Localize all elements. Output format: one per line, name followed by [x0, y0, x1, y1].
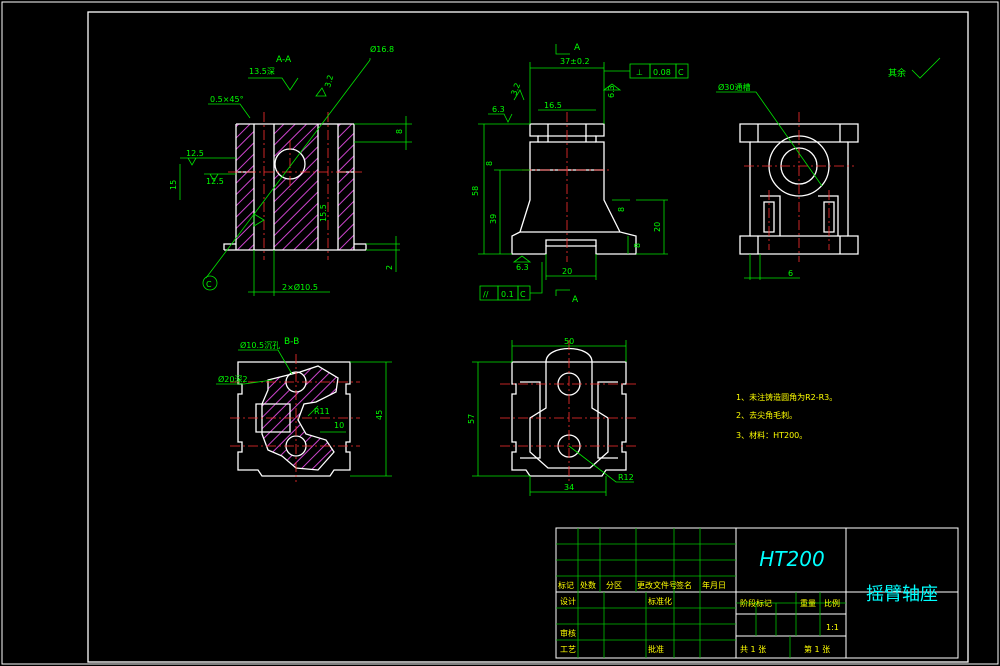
dim-16-5: 16.5 — [544, 101, 562, 110]
title-block: HT200 摇臂轴座 标记 处数 分区 更改文件号 签名 年月日 设计 标准化 … — [555, 527, 959, 659]
dim-height-58: 58 — [471, 186, 480, 196]
label-stage: 阶段标记 — [740, 598, 772, 608]
dim-8-right-b: 8 — [633, 243, 642, 248]
label-design: 设计 — [560, 596, 576, 606]
section-b-title: B-B — [284, 337, 299, 347]
dim-20-bottom: 20 — [562, 267, 572, 276]
dim-20-right: 20 — [653, 222, 662, 232]
view-a-marker-bottom: A — [572, 295, 579, 305]
dim-50: 50 — [564, 337, 574, 346]
dim-depth-b: Ø20深2 — [218, 374, 248, 384]
tol-value-bottom: 0.1 — [501, 290, 514, 299]
dim-15-5: 15.5 — [319, 204, 328, 222]
dim-width-37: 37±0.2 — [560, 57, 590, 66]
roughness-6-3-left: 6.3 — [492, 105, 505, 114]
tolerance-frame-bottom: // 0.1 C — [479, 262, 543, 301]
dim-8-front: 8 — [485, 161, 494, 166]
hdr-signature: 签名 — [676, 580, 692, 590]
dim-15: 15 — [169, 180, 178, 190]
dim-39: 39 — [489, 214, 498, 224]
roughness-6-3-bottom: 6.3 — [516, 263, 529, 272]
hdr-count: 处数 — [580, 580, 596, 590]
label-process: 工艺 — [560, 645, 576, 654]
front-view: A A 37±0.2 16.5 6.3 3.2 6.3 ⊥ 0.08 C 58 … — [471, 43, 689, 305]
hdr-zone: 分区 — [606, 581, 622, 590]
label-weight: 重量 — [800, 598, 816, 608]
tol-symbol-top: ⊥ — [636, 68, 643, 77]
datum-c-label: C — [206, 280, 212, 289]
label-standardize: 标准化 — [648, 596, 672, 606]
hdr-mark: 标记 — [558, 580, 574, 590]
dim-2x-holes: 2×Ø10.5 — [282, 282, 318, 292]
note-1: 1、未注铸造圆角为R2-R3。 — [736, 392, 837, 402]
dim-r11: R11 — [314, 407, 330, 416]
sheet-number: 第 1 张 — [804, 644, 830, 654]
side-view: Ø30通槽 6 — [716, 82, 859, 280]
view-a-marker-top: A — [574, 43, 581, 53]
dim-8-right-a: 8 — [617, 207, 626, 212]
label-review: 审核 — [560, 628, 576, 638]
dim-chamfer: 0.5×45° — [210, 95, 244, 104]
roughness-12-5-b: 12.5 — [206, 177, 224, 186]
note-2: 2、去尖角毛刺。 — [736, 410, 797, 420]
material-value: HT200 — [759, 547, 824, 571]
technical-notes: 1、未注铸造圆角为R2-R3。 2、去尖角毛刺。 3、材料：HT200。 — [736, 392, 837, 440]
label-scale: 比例 — [824, 598, 840, 608]
hdr-date: 年月日 — [702, 580, 726, 590]
total-sheets: 共 1 张 — [740, 645, 766, 654]
scale-value: 1:1 — [826, 623, 839, 632]
dim-34: 34 — [564, 483, 574, 492]
tolerance-frame-top: ⊥ 0.08 C — [604, 63, 689, 79]
dim-r12: R12 — [618, 473, 634, 482]
tol-datum-bottom: C — [520, 290, 526, 299]
note-3: 3、材料：HT200。 — [736, 430, 807, 440]
inner-frame — [87, 11, 969, 663]
top-view: 50 57 34 R12 — [467, 337, 636, 496]
part-name: 摇臂轴座 — [866, 584, 938, 605]
roughness-3-2: 3.2 — [323, 74, 335, 89]
tol-symbol-bottom: // — [483, 290, 489, 299]
hdr-change-doc: 更改文件号 — [637, 580, 677, 590]
surface-rest-label: 其余 — [888, 67, 906, 79]
dim-6-side: 6 — [788, 269, 793, 278]
dim-slot-diameter: Ø30通槽 — [718, 82, 750, 92]
tol-datum-top: C — [678, 68, 684, 77]
dim-hole-diameter: Ø16.8 — [370, 44, 394, 54]
dim-45: 45 — [375, 410, 384, 420]
label-approve: 批准 — [648, 644, 664, 654]
section-b-b-view: B-B Ø10.5沉孔 Ø20深2 R11 10 45 — [216, 337, 392, 482]
tol-value-top: 0.08 — [653, 68, 671, 77]
roughness-12-5-a: 12.5 — [186, 149, 204, 158]
section-a-title: A-A — [276, 55, 292, 65]
roughness-3-2-front: 3.2 — [509, 82, 522, 97]
dim-10-b: 10 — [334, 421, 344, 430]
dim-counterbore: 13.5深 — [249, 67, 275, 76]
dim-2: 2 — [385, 265, 394, 270]
dim-counterbore-b: Ø10.5沉孔 — [240, 340, 280, 350]
dim-57: 57 — [467, 414, 476, 424]
surface-finish-rest: 其余 — [888, 57, 941, 79]
roughness-6-3-right: 6.3 — [607, 85, 616, 98]
dim-8: 8 — [395, 129, 404, 134]
section-a-a-view: C A-A Ø16.8 13.5深 0.5×45° 3.2 12.5 12.5 … — [169, 44, 412, 296]
